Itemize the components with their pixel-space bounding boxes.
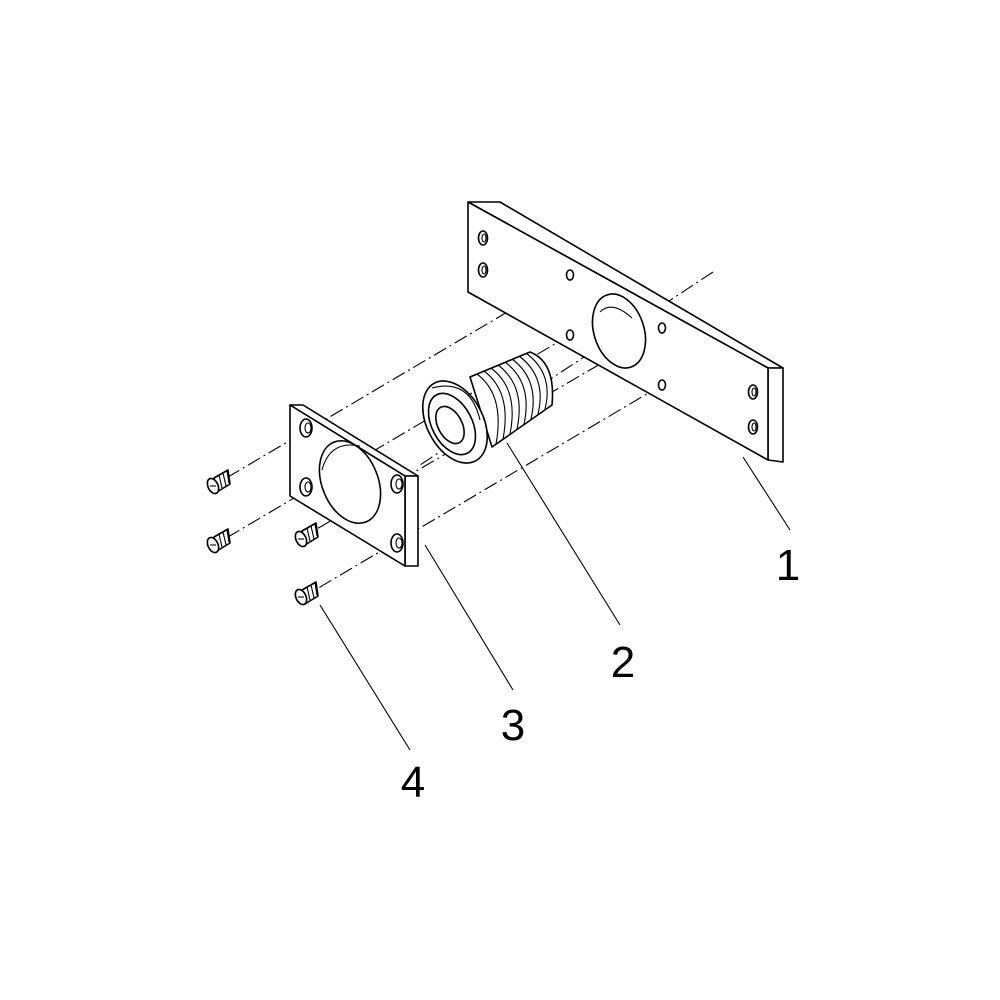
mounting-plate [467, 201, 784, 463]
plate-mount-holes [477, 230, 759, 435]
threaded-fitting [421, 351, 554, 464]
screw-2 [206, 528, 231, 554]
flange-plate [289, 404, 419, 567]
leader-1 [742, 456, 791, 531]
leader-3 [424, 544, 514, 691]
callout-label-1: 1 [776, 541, 800, 590]
thread-lines [476, 352, 548, 445]
screw-4 [294, 581, 319, 606]
callout-labels: 1 2 3 4 [401, 541, 800, 807]
leader-lines [319, 442, 791, 751]
leader-2 [506, 442, 621, 626]
countersunk-screws [206, 469, 319, 606]
screw-3 [294, 522, 319, 548]
flange-screw-holes [299, 418, 404, 553]
screw-1 [206, 469, 231, 495]
callout-label-4: 4 [401, 758, 425, 807]
callout-label-2: 2 [611, 638, 635, 687]
callout-label-3: 3 [501, 701, 525, 750]
leader-4 [319, 604, 411, 751]
